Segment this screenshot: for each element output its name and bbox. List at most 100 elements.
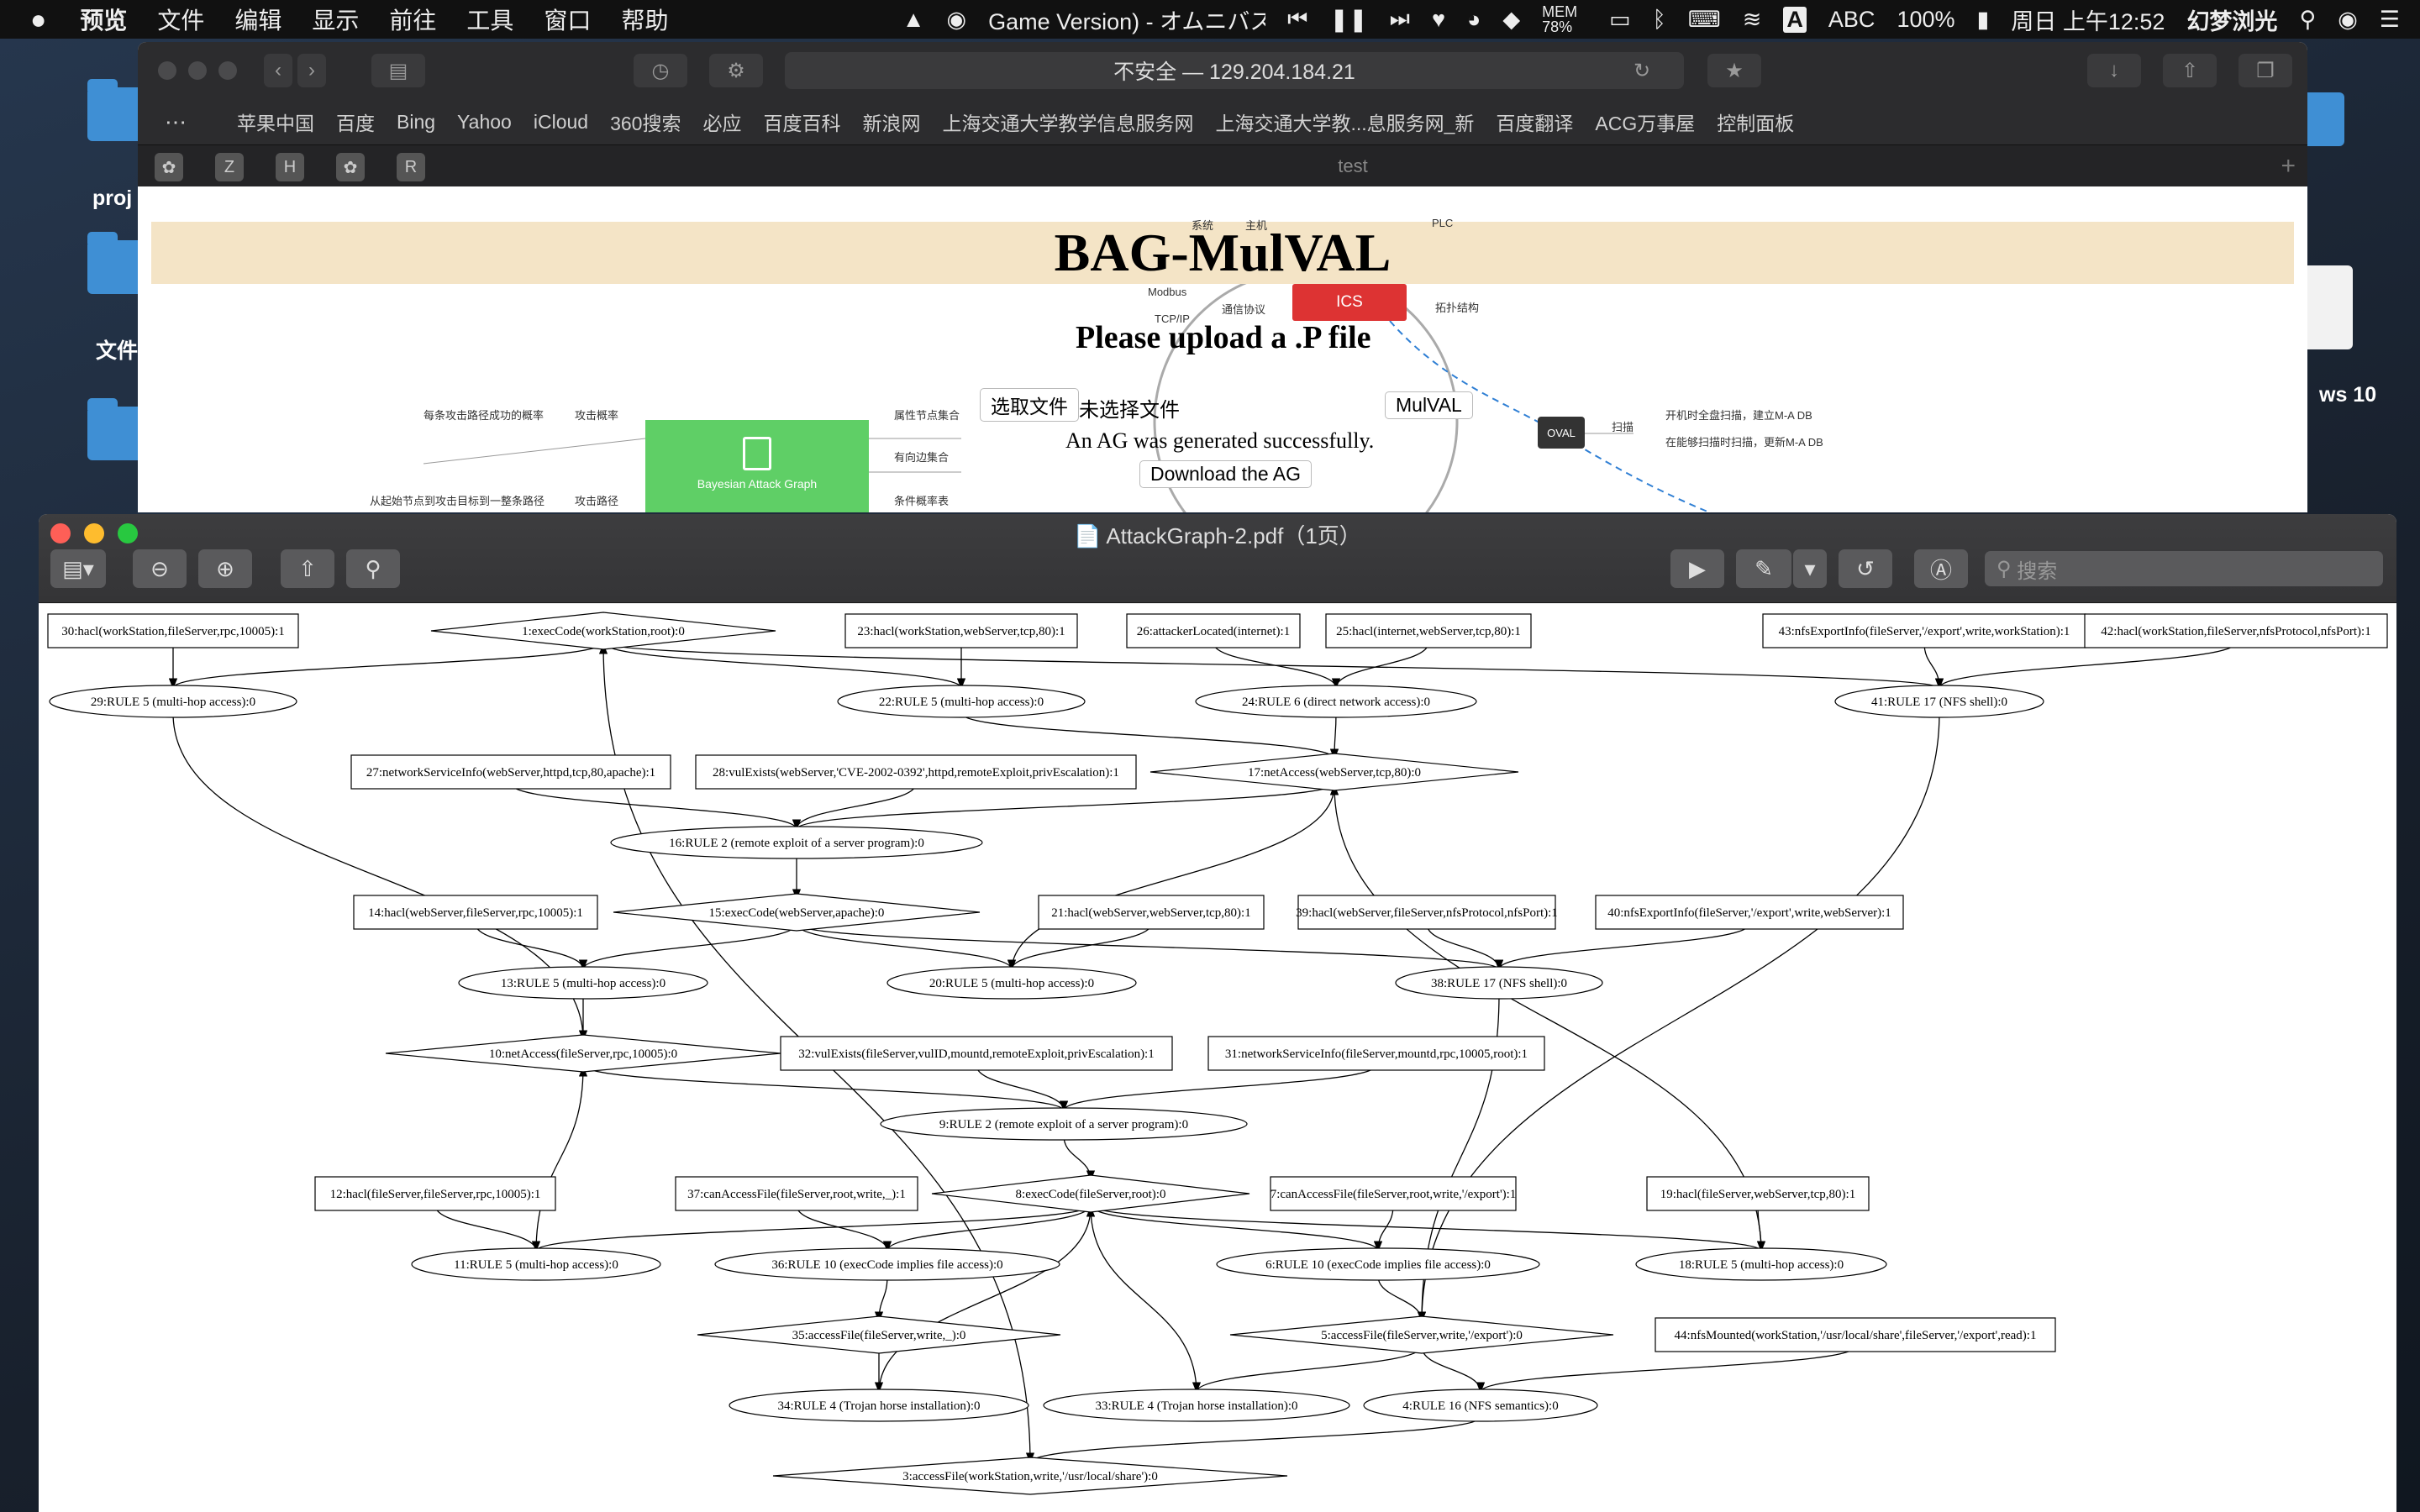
memory-indicator[interactable]: MEM 78% [1542, 3, 1578, 35]
input-method-label[interactable]: ABC [1828, 6, 1876, 32]
notification-icon[interactable]: ▲ [902, 6, 925, 32]
input-method-icon[interactable]: A [1783, 6, 1807, 33]
menu-file[interactable]: 文件 [157, 8, 205, 34]
favorite-item[interactable]: 上海交通大学教...息服务网_新 [1215, 113, 1475, 134]
search-input[interactable]: ⚲ 搜索 [1985, 551, 2383, 586]
menu-window[interactable]: 窗口 [544, 8, 592, 34]
app-icon[interactable]: ◆ [1502, 6, 1521, 32]
favorite-item[interactable]: Bing [397, 110, 436, 133]
desktop-label[interactable]: 文件 [96, 339, 139, 363]
close-button[interactable] [50, 523, 71, 543]
safari-toolbar: ‹ › ▤ ◷ ⚙ 不安全 — 129.204.184.21 ↻ ★ ↓ ⇧ ❐… [138, 42, 2307, 144]
address-bar[interactable]: 不安全 — 129.204.184.21 [785, 52, 1684, 89]
back-button[interactable]: ‹ [264, 54, 292, 87]
globe-icon[interactable]: ◕ [1467, 6, 1481, 32]
previous-track-icon[interactable]: ⏮ [1287, 6, 1308, 31]
menu-tools[interactable]: 工具 [466, 8, 514, 34]
gear-icon[interactable]: ⚙ [709, 54, 763, 87]
pinned-tab[interactable]: ✿ [155, 153, 183, 181]
apple-icon[interactable]: ● [30, 3, 47, 34]
zoom-button[interactable] [218, 61, 237, 80]
graph-node-shape [1635, 1247, 1887, 1281]
pinned-tab[interactable]: Z [215, 153, 244, 181]
forward-button[interactable]: › [297, 54, 326, 87]
minimize-button[interactable] [188, 61, 207, 80]
menu-go[interactable]: 前往 [389, 8, 437, 34]
favorite-item[interactable]: 百度 [336, 113, 375, 134]
graph-node: 17:netAccess(webServer,tcp,80):0 [1150, 753, 1519, 791]
graph-node: 44:nfsMounted(workStation,'/usr/local/sh… [1655, 1317, 2056, 1352]
siri-icon[interactable]: ◉ [2338, 6, 2358, 32]
graph-node-shape [1126, 613, 1301, 648]
desktop-label[interactable]: proj [92, 186, 133, 210]
new-tab-button[interactable]: + [2281, 152, 2296, 180]
reader-icon[interactable]: ★ [1707, 54, 1761, 87]
battery-icon[interactable]: ▮ [1976, 6, 1990, 32]
mulval-button[interactable]: MulVAL [1385, 391, 1473, 419]
graph-node-shape [1395, 966, 1603, 1000]
zoom-in-icon[interactable]: ⊕ [198, 549, 252, 588]
download-ag-button[interactable]: Download the AG [1139, 460, 1313, 488]
pause-icon[interactable]: ❚❚ [1329, 6, 1368, 32]
menu-view[interactable]: 显示 [312, 8, 360, 34]
favorite-item[interactable]: Yahoo [457, 110, 512, 133]
bluetooth-icon[interactable]: ᛒ [1652, 6, 1666, 32]
markup-icon[interactable]: ✎ [1736, 549, 1791, 588]
graph-node-label: 17:netAccess(webServer,tcp,80):0 [1248, 766, 1421, 780]
minimize-button[interactable] [84, 523, 104, 543]
battery-percent[interactable]: 100% [1897, 6, 1955, 32]
favorite-item[interactable]: 百度百科 [763, 113, 841, 134]
favorite-item[interactable]: 上海交通大学教学信息服务网 [942, 113, 1194, 134]
sidebar-icon[interactable]: ▤ [371, 54, 425, 87]
choose-file-button[interactable]: 选取文件 [980, 388, 1079, 422]
clock[interactable]: 周日 上午12:52 [2011, 8, 2165, 34]
now-playing-text[interactable]: Game Version) - オムニバス [988, 8, 1266, 34]
favorite-item[interactable]: iCloud [533, 110, 589, 133]
control-center-icon[interactable]: ☰ [2379, 6, 2400, 32]
favorite-item[interactable]: 360搜索 [610, 113, 681, 134]
favorite-item[interactable]: 新浪网 [862, 113, 921, 134]
graph-edge [1934, 642, 2237, 690]
next-track-icon[interactable]: ⏭ [1389, 6, 1410, 31]
rotate-icon[interactable]: ↺ [1839, 549, 1892, 588]
pinned-tab[interactable]: H [276, 153, 304, 181]
reload-icon[interactable]: ↻ [1633, 59, 1651, 82]
favorite-item[interactable]: 百度翻译 [1496, 113, 1574, 134]
wechat-icon[interactable]: ◉ [946, 6, 967, 32]
zoom-button[interactable] [118, 523, 138, 543]
sidebar-toggle-icon[interactable]: ▤▾ [50, 549, 106, 588]
graph-node-label: 28:vulExists(webServer,'CVE-2002-0392',h… [713, 766, 1119, 780]
menu-help[interactable]: 帮助 [621, 8, 669, 34]
grid-icon[interactable]: ⋯ [165, 108, 187, 134]
graph-edge [1421, 1346, 1486, 1394]
share-icon[interactable]: ⇧ [2163, 54, 2217, 87]
favorite-item[interactable]: 必应 [702, 113, 742, 134]
download-icon[interactable]: ↓ [2087, 54, 2141, 87]
search-zoom-icon[interactable]: ⚲ [346, 549, 400, 588]
desktop-label[interactable]: ws 10 [2319, 383, 2377, 407]
battery-warning-icon[interactable]: ▭ [1609, 6, 1631, 32]
annotate-icon[interactable]: Ⓐ [1914, 549, 1968, 588]
tabs-icon[interactable]: ❐ [2238, 54, 2292, 87]
graph-node-shape [1363, 1389, 1598, 1422]
user-name[interactable]: 幻梦浏光 [2186, 8, 2278, 34]
heart-icon[interactable]: ♥ [1431, 6, 1445, 32]
keyboard-icon[interactable]: ⌨ [1687, 6, 1721, 32]
mindmap-label: TCP/IP [1155, 312, 1190, 325]
favorite-item[interactable]: ACG万事屋 [1595, 113, 1696, 134]
zoom-out-icon[interactable]: ⊖ [133, 549, 187, 588]
favorite-item[interactable]: 控制面板 [1717, 113, 1795, 134]
search-icon[interactable]: ⚲ [2299, 6, 2317, 32]
favorite-item[interactable]: 苹果中国 [237, 113, 314, 134]
pinned-tab[interactable]: R [397, 153, 425, 181]
wifi-icon[interactable]: ≋ [1742, 6, 1762, 32]
markup-menu-icon[interactable]: ▾ [1793, 549, 1827, 588]
share-icon[interactable]: ⇧ [281, 549, 334, 588]
close-button[interactable] [158, 61, 176, 80]
slideshow-icon[interactable]: ▶ [1670, 549, 1724, 588]
pinned-tab[interactable]: ✿ [336, 153, 365, 181]
menu-app[interactable]: 预览 [80, 8, 128, 34]
tab-active[interactable]: test [1338, 155, 1368, 176]
history-icon[interactable]: ◷ [634, 54, 687, 87]
menu-edit[interactable]: 编辑 [234, 8, 282, 34]
